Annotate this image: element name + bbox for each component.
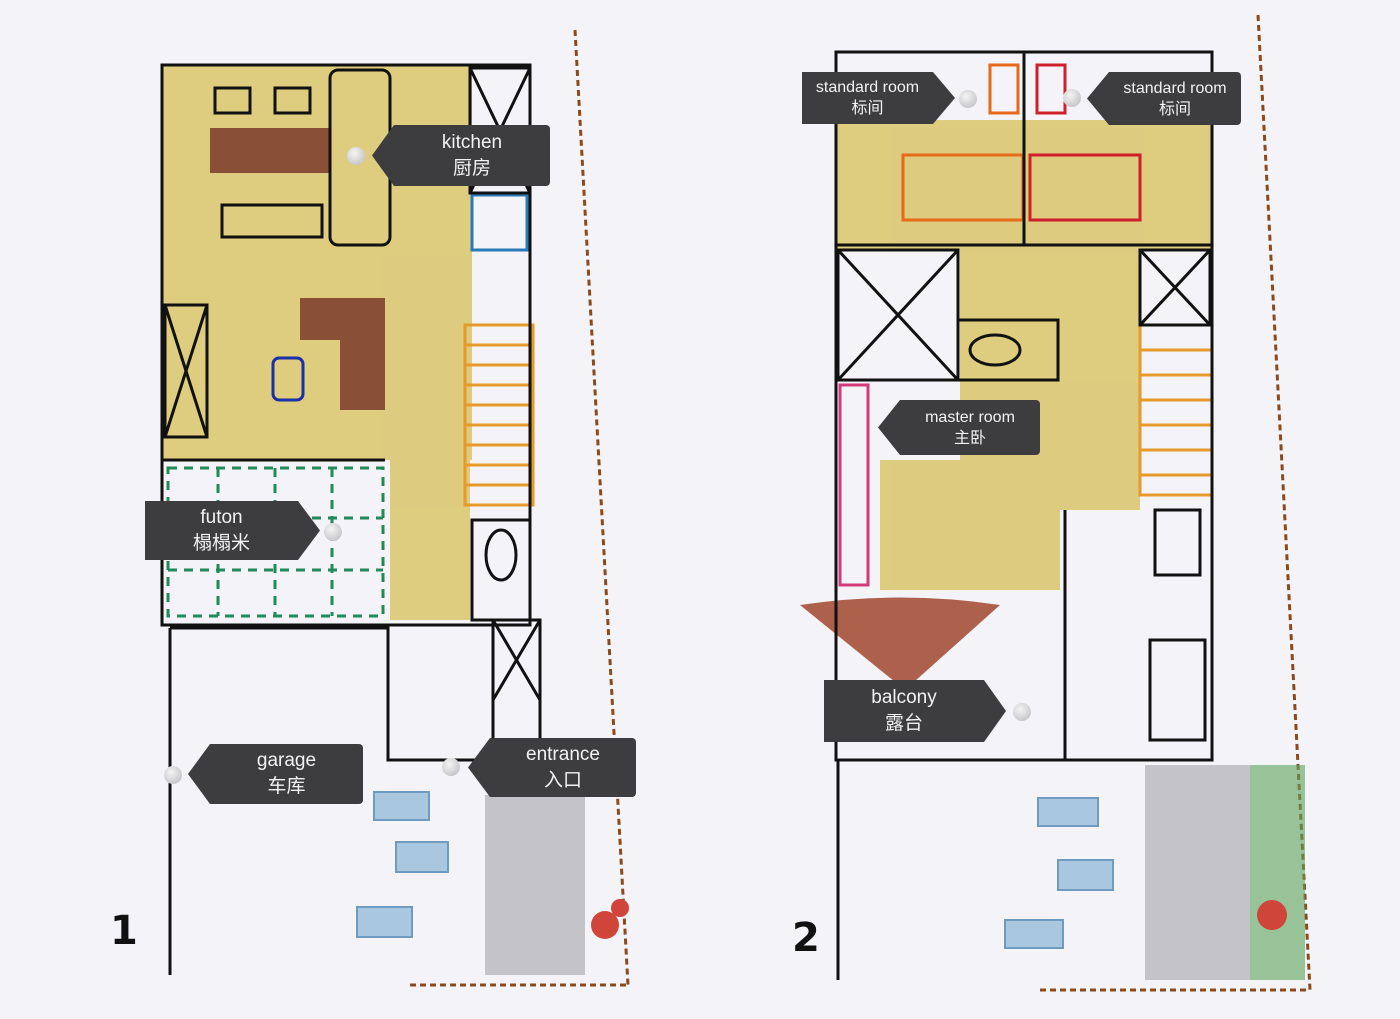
label-balcony: balcony 露台 [824, 680, 1006, 742]
stepping-stones [1004, 797, 1114, 949]
driveway [485, 795, 585, 975]
wardrobe [838, 383, 870, 587]
plan-number-2: 2 [792, 915, 820, 961]
label-en: standard room [1123, 79, 1227, 97]
hotspot-standard-room-right[interactable] [1063, 89, 1081, 107]
chair [271, 356, 305, 402]
hotspot-kitchen[interactable] [347, 147, 365, 165]
hotspot-garage[interactable] [164, 766, 182, 784]
label-standard-room-right: standard room 标间 [1087, 72, 1241, 125]
driveway [1145, 765, 1250, 980]
plan-2 [800, 14, 1312, 992]
stepping-stones [356, 791, 449, 938]
label-en: standard room [815, 79, 920, 96]
label-zh: 主卧 [953, 429, 986, 447]
plants [591, 899, 629, 939]
label-zh: 露台 [884, 713, 923, 734]
label-en: kitchen [441, 131, 503, 153]
plants [1257, 900, 1287, 930]
fridge [470, 193, 529, 252]
hotspot-futon[interactable] [324, 523, 342, 541]
label-zh: 车库 [267, 776, 306, 797]
label-en: futon [200, 506, 243, 528]
plan-number-1: 1 [110, 908, 138, 954]
hotspot-entrance[interactable] [442, 758, 460, 776]
label-zh: 入口 [543, 769, 582, 791]
label-en: garage [256, 750, 317, 771]
hotspot-balcony[interactable] [1013, 703, 1031, 721]
walls [834, 50, 1214, 980]
label-zh: 标间 [1158, 100, 1191, 118]
label-en: entrance [526, 743, 600, 765]
label-futon: futon 榻榻米 [145, 501, 320, 560]
label-zh: 榻榻米 [192, 532, 250, 554]
dining-table [210, 128, 330, 173]
garden [1250, 765, 1305, 980]
label-zh: 厨房 [452, 157, 491, 179]
stairs [463, 323, 535, 507]
label-en: balcony [871, 687, 937, 708]
label-en: master room [925, 408, 1015, 426]
walls [160, 63, 542, 975]
label-garage: garage 车库 [188, 744, 363, 804]
hotspot-standard-room-left[interactable] [959, 90, 977, 108]
balcony-deck [800, 597, 1000, 690]
label-kitchen: kitchen 厨房 [372, 125, 550, 186]
label-zh: 标间 [851, 100, 884, 117]
desk [300, 298, 385, 410]
label-entrance: entrance 入口 [468, 738, 636, 797]
label-standard-room-left: standard room 标间 [802, 72, 955, 124]
label-master-room: master room 主卧 [878, 400, 1040, 455]
